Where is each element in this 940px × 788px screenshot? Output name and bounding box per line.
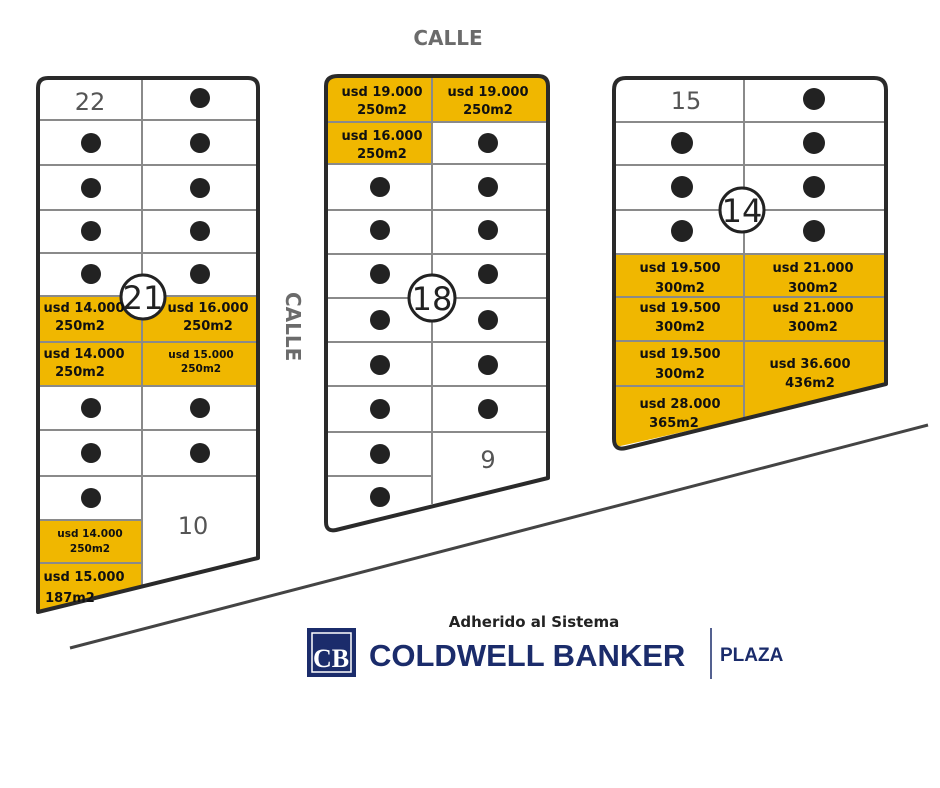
lot-available[interactable]: [616, 297, 884, 341]
block-outline: [612, 76, 888, 451]
lot-price: usd 19.500: [640, 261, 721, 276]
block-number: 21: [123, 279, 164, 317]
lot-available[interactable]: [38, 563, 142, 612]
branding-tagline: Adherido al Sistema: [449, 613, 619, 631]
lot-price: usd 16.000: [168, 301, 249, 316]
brand-name: COLDWELL BANKER: [369, 638, 685, 673]
lot-area: 250m2: [357, 147, 407, 162]
lot-area: 250m2: [55, 365, 105, 380]
lot-price: usd 28.000: [640, 397, 721, 412]
lot-area: 300m2: [655, 281, 705, 296]
lot-price: usd 14.000: [44, 347, 125, 362]
street-label-top: CALLE: [413, 26, 482, 50]
lot-area: 250m2: [181, 363, 221, 375]
block-number-circle: [407, 273, 457, 323]
branding: Adherido al Sistema CB COLDWELL BANKER P…: [307, 613, 784, 679]
lot-number: 22: [75, 88, 106, 116]
block-number: 14: [722, 192, 763, 230]
lot-price: usd 19.500: [640, 347, 721, 362]
lot-price: usd 15.000: [168, 349, 233, 361]
lot-price: usd 14.000: [57, 528, 122, 540]
lot-price: usd 19.000: [342, 85, 423, 100]
lot-area: 250m2: [357, 103, 407, 118]
lot-area: 365m2: [649, 416, 699, 431]
lot-number: 10: [178, 512, 209, 540]
lot-area: 187m2: [45, 591, 95, 606]
block-14: 15 14 usd 19.500 300m2 usd 21.000 300m2 …: [612, 76, 888, 451]
lot-number: 15: [671, 87, 702, 115]
lot-area: 300m2: [655, 320, 705, 335]
street-label-middle: CALLE: [281, 292, 305, 361]
lot-markers: [370, 133, 498, 507]
block-outline: [324, 74, 550, 533]
lot-price: usd 16.000: [342, 129, 423, 144]
lot-price: usd 21.000: [773, 261, 854, 276]
block-number: 18: [412, 280, 453, 318]
block-18: 9 18 usd 19.000 250m2 usd 19.000 250m2 u…: [324, 74, 550, 533]
lot-area: 300m2: [788, 281, 838, 296]
lot-area: 250m2: [183, 319, 233, 334]
lot-price: usd 19.500: [640, 301, 721, 316]
lot-area: 250m2: [463, 103, 513, 118]
lot-available[interactable]: [616, 386, 744, 447]
block-outline: [36, 76, 260, 614]
lot-markers: [671, 88, 825, 242]
lot-number: 9: [480, 446, 495, 474]
lot-markers: [81, 88, 210, 508]
lot-area: 436m2: [785, 376, 835, 391]
lot-available[interactable]: [616, 341, 884, 418]
lot-available[interactable]: [328, 78, 546, 122]
lot-area: 250m2: [55, 319, 105, 334]
lot-price: usd 19.000: [448, 85, 529, 100]
lot-price: usd 15.000: [44, 570, 125, 585]
svg-text:CB: CB: [313, 644, 349, 673]
coldwell-banker-logo-icon: CB: [307, 628, 356, 677]
lot-area: 250m2: [70, 543, 110, 555]
lot-price: usd 36.600: [770, 357, 851, 372]
block-number-circle: [119, 273, 167, 321]
block-number-circle: [718, 186, 766, 234]
lot-price: usd 21.000: [773, 301, 854, 316]
brand-office: PLAZA: [720, 645, 784, 666]
lot-available[interactable]: [616, 254, 884, 297]
lot-area: 300m2: [655, 367, 705, 382]
lot-available[interactable]: [38, 342, 256, 386]
lot-available[interactable]: [328, 122, 432, 164]
lot-price: usd 14.000: [44, 301, 125, 316]
lot-area: 300m2: [788, 320, 838, 335]
block-21: 22 10 21 usd 14.000 250m2 usd 16.000 250…: [36, 76, 260, 614]
road-line: [69, 423, 929, 650]
lot-available[interactable]: [38, 520, 142, 563]
